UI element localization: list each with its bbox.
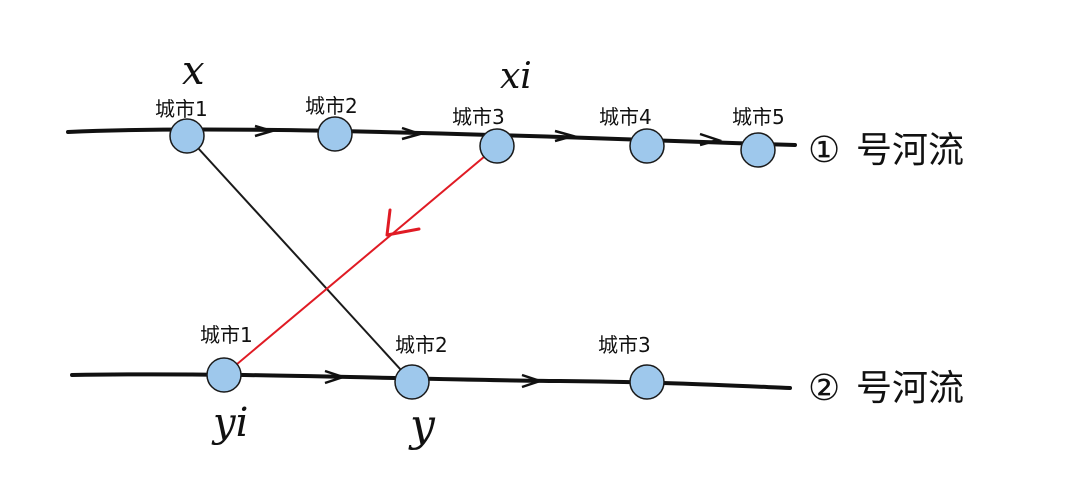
river-1-city-node [317, 116, 353, 152]
river-2-city-label: 城市3 [598, 333, 651, 357]
river-2-flow-arrow [324, 369, 347, 385]
river-1-city-node [169, 118, 205, 154]
river-1-marker: ① [808, 130, 840, 171]
river-1-flow-arrow [554, 129, 578, 143]
river-1-city-label: 城市4 [599, 105, 652, 129]
river-1-city-node [479, 128, 515, 164]
variable-yi: yi [211, 400, 248, 446]
river-2-flow-arrow [521, 373, 544, 389]
river-2-line [70, 372, 792, 390]
river-1-city-label: 城市1 [155, 97, 208, 121]
river-2-marker: ② [808, 368, 840, 409]
river-2-name: 号河流 [856, 368, 964, 409]
river-1-city-node [629, 128, 665, 164]
river-1-city-label: 城市2 [305, 94, 358, 118]
river-1-name: 号河流 [856, 130, 964, 171]
river-2-city-label: 城市1 [200, 323, 253, 347]
river-1-flow-arrow [401, 126, 425, 141]
river-1-city-label: 城市3 [452, 105, 505, 129]
variable-y: y [408, 400, 436, 451]
river-2-city-node [206, 357, 242, 393]
river-1-flow-arrow [254, 124, 277, 138]
river-2-city-node [394, 364, 430, 400]
black-link [186, 135, 413, 383]
variable-xi: xi [500, 56, 532, 97]
variable-x: x [182, 48, 205, 94]
river-1-city-label: 城市5 [732, 105, 785, 129]
river-2-city-label: 城市2 [395, 333, 448, 357]
river-2-city-node [629, 364, 665, 400]
river-1-flow-arrow [699, 132, 723, 147]
red-link-arrowhead [385, 208, 421, 237]
red-link [223, 145, 498, 376]
river-1-city-node [740, 132, 776, 168]
